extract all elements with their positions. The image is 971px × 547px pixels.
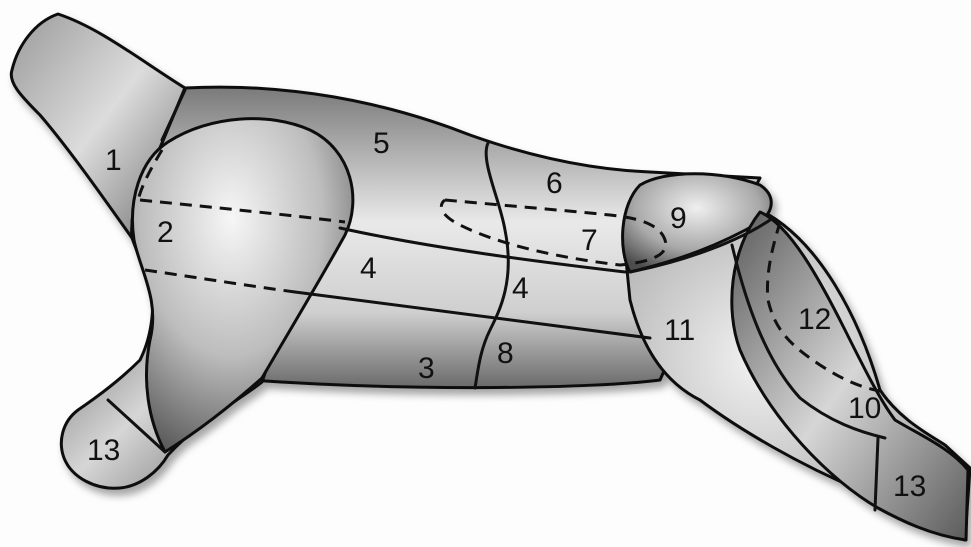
label-10: 10 [848,392,881,425]
label-13-hind: 13 [893,470,926,503]
label-8: 8 [497,337,514,370]
label-4a: 4 [360,252,377,285]
label-9: 9 [670,202,687,235]
label-11: 11 [664,314,695,347]
label-2: 2 [157,216,174,249]
carcass-outline-group [11,14,970,540]
label-5: 5 [373,127,390,160]
label-12: 12 [798,303,831,336]
label-3: 3 [418,352,435,385]
label-6: 6 [546,167,563,200]
hind-shank-region [732,212,968,540]
label-4b: 4 [512,272,529,305]
label-1: 1 [105,144,122,177]
label-13-front: 13 [87,434,120,467]
label-7: 7 [581,224,598,257]
